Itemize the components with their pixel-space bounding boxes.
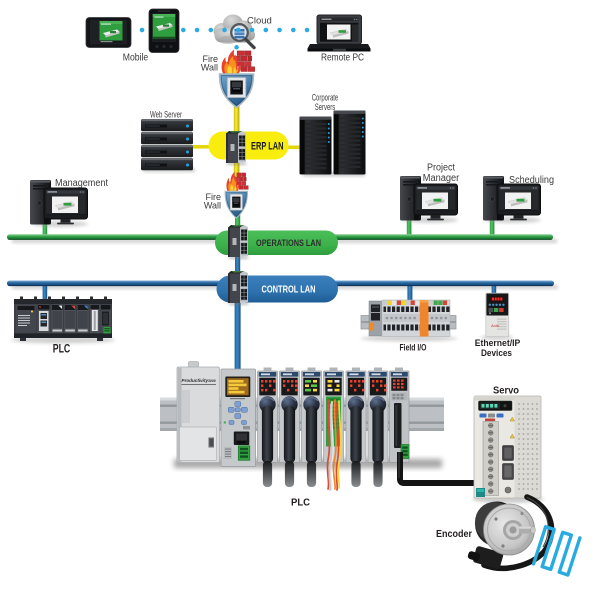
svg-text:Wall: Wall: [204, 201, 221, 211]
svg-text:Ethernet/IP: Ethernet/IP: [475, 338, 521, 349]
svg-text:Fire: Fire: [203, 54, 219, 64]
svg-text:PLC: PLC: [291, 498, 310, 509]
svg-text:Field I/O: Field I/O: [400, 343, 427, 354]
svg-text:CONTROL LAN: CONTROL LAN: [262, 285, 316, 296]
svg-text:Servers: Servers: [315, 102, 336, 113]
svg-text:Servo: Servo: [493, 386, 519, 397]
svg-text:Remote PC: Remote PC: [321, 53, 364, 64]
svg-text:Cloud: Cloud: [247, 16, 272, 27]
svg-text:PLC: PLC: [53, 344, 71, 356]
svg-text:Auto: Auto: [490, 323, 500, 328]
svg-text:Encoder: Encoder: [436, 529, 472, 540]
svg-text:Corporate: Corporate: [312, 93, 339, 104]
svg-text:Project: Project: [427, 163, 455, 174]
svg-text:Mobile: Mobile: [123, 53, 149, 64]
svg-text:Fire: Fire: [206, 192, 222, 202]
svg-text:Wall: Wall: [201, 63, 218, 73]
svg-text:Management: Management: [55, 178, 108, 189]
svg-text:Scheduling: Scheduling: [509, 175, 554, 186]
svg-text:Productivity3000: Productivity3000: [182, 378, 216, 383]
svg-text:Manager: Manager: [423, 173, 460, 184]
svg-text:Web Server: Web Server: [150, 110, 182, 121]
svg-text:OPERATIONS LAN: OPERATIONS LAN: [256, 238, 321, 249]
svg-text:Devices: Devices: [481, 348, 512, 359]
svg-text:ERP LAN: ERP LAN: [251, 141, 284, 153]
